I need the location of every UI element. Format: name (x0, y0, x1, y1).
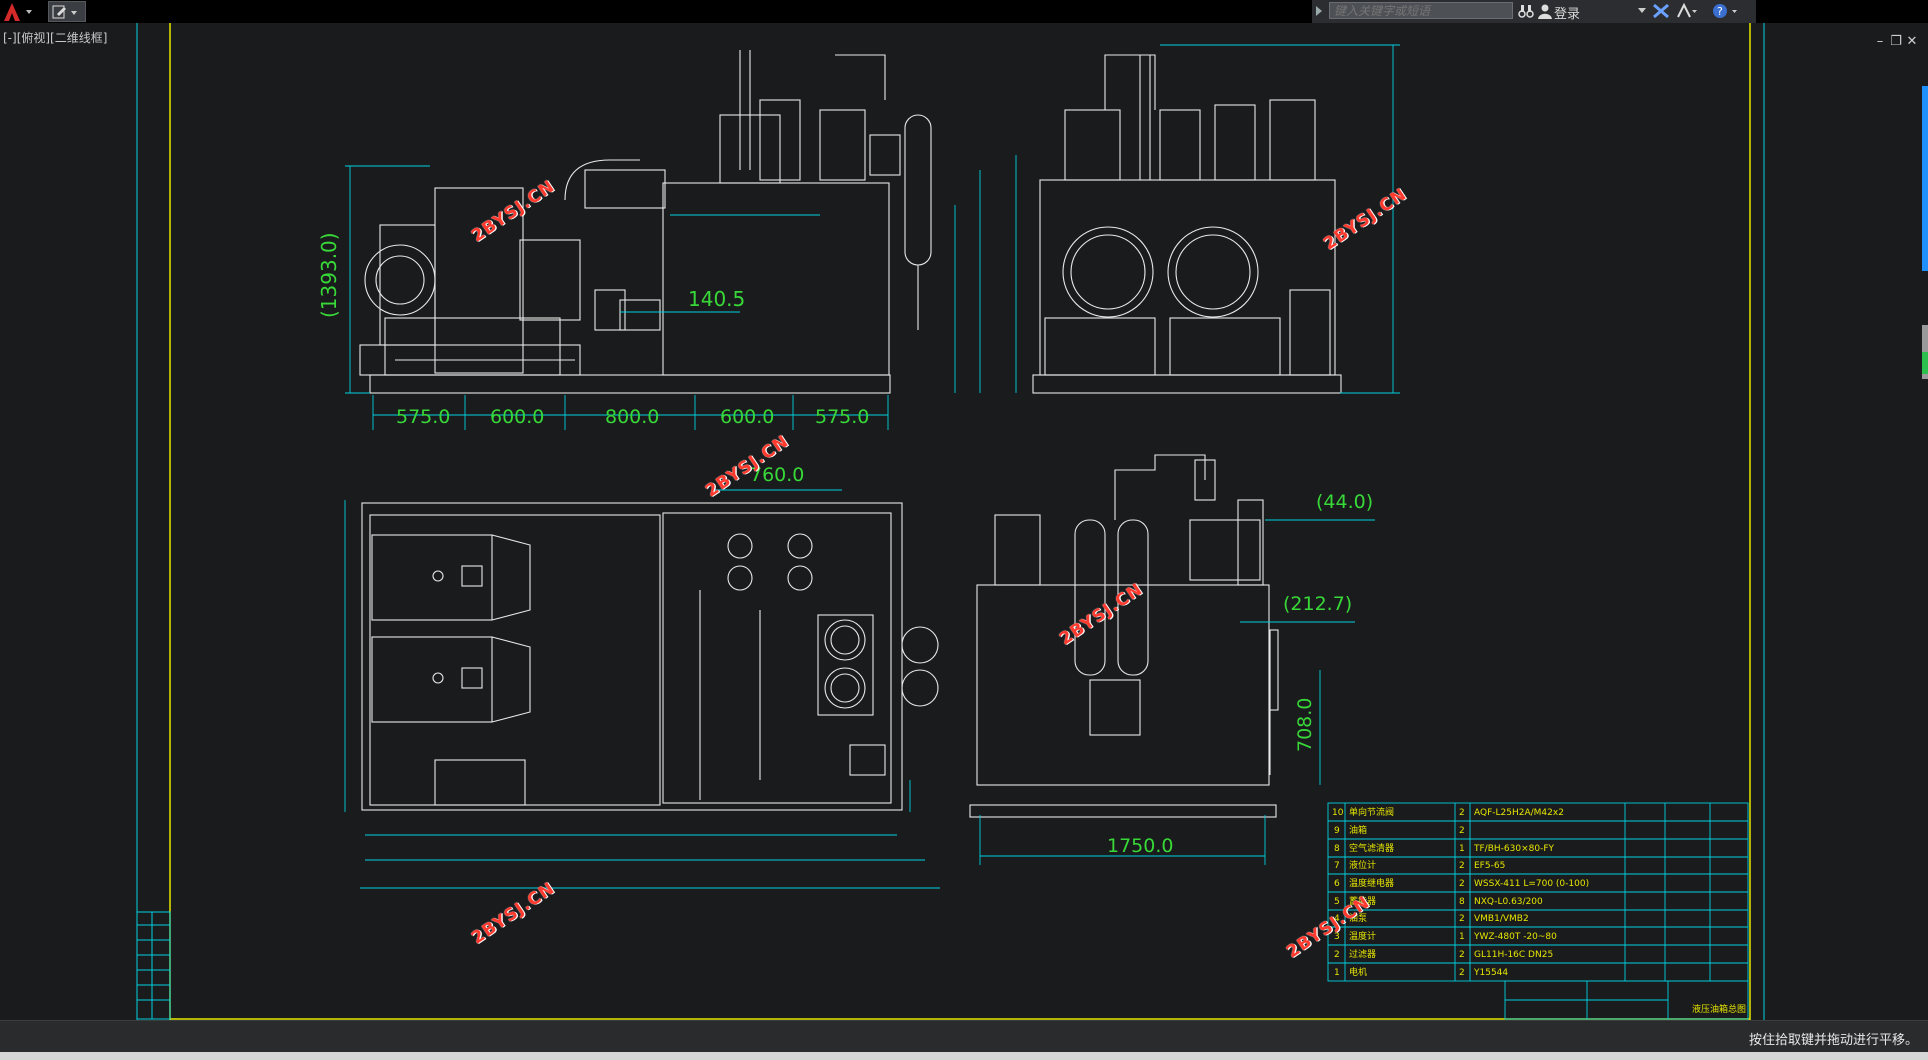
binoculars-icon[interactable] (1518, 3, 1534, 19)
bom-rows: 10 单向节流阀 2 AQF-L25H2A/M42x2 9 油箱 2 8 空气滤… (1332, 806, 1746, 1015)
a360-icon[interactable] (1676, 3, 1698, 19)
bom-no-7: 4 (1334, 914, 1340, 924)
bom-name-6: 蓄能器 (1349, 895, 1376, 907)
dim-front-bottom-3: 800.0 (605, 406, 659, 428)
bom-qty-1: 2 (1459, 808, 1465, 818)
drawing-canvas[interactable]: (1393.0) 140.5 575.0 600.0 800.0 600.0 5… (0, 23, 1928, 1020)
dim-front-bottom-1: 575.0 (396, 406, 450, 428)
quick-access-button[interactable] (48, 1, 86, 22)
dim-front-bottom-4: 600.0 (720, 406, 774, 428)
bom-spec-4: EF5-65 (1474, 861, 1505, 871)
bom-spec-7: VMB1/VMB2 (1474, 914, 1529, 924)
bom-qty-6: 8 (1459, 897, 1465, 907)
bom-no-5: 6 (1334, 879, 1340, 889)
dim-end-top: (44.0) (1316, 491, 1373, 513)
bom-name-3: 空气滤清器 (1349, 842, 1394, 854)
drawing-title: 液压油箱总图 (1692, 1003, 1746, 1015)
bom-no-1: 10 (1332, 808, 1344, 818)
dim-front-bottom-5: 575.0 (815, 406, 869, 428)
bom-no-3: 8 (1334, 844, 1340, 854)
bom-no-2: 9 (1334, 826, 1340, 836)
bom-name-1: 单向节流阀 (1349, 806, 1394, 818)
bom-name-5: 温度继电器 (1349, 877, 1394, 889)
revision-strip (136, 911, 171, 1020)
end-view (969, 454, 1279, 818)
bom-qty-9: 2 (1459, 950, 1465, 960)
close-icon[interactable]: ✕ (1906, 34, 1918, 49)
bom-name-9: 过滤器 (1349, 948, 1376, 960)
bom-no-9: 2 (1334, 950, 1340, 960)
search-bar: 登录 ? (1312, 0, 1756, 23)
bom-qty-5: 2 (1459, 879, 1465, 889)
side-view (1032, 54, 1342, 394)
login-link[interactable]: 登录 (1554, 7, 1581, 22)
dim-front-height: (1393.0) (317, 232, 341, 318)
bom-spec-3: TF/BH-630×80-FY (1473, 844, 1554, 854)
user-icon[interactable] (1537, 3, 1553, 19)
title-bar: 登录 ? (0, 0, 1928, 23)
bom-spec-10: Y15544 (1473, 968, 1508, 978)
bom-name-7: 油泵 (1349, 912, 1367, 924)
viewport-label[interactable]: [-][俯视][二维线框] (3, 31, 108, 45)
app-menu-icon[interactable] (2, 1, 40, 23)
dim-plan-top: 760.0 (750, 464, 804, 486)
bom-name-4: 液位计 (1349, 859, 1376, 871)
bom-name-8: 温度计 (1349, 930, 1376, 942)
bom-no-4: 7 (1334, 861, 1340, 871)
bom-name-2: 油箱 (1349, 824, 1367, 836)
bom-no-10: 1 (1334, 968, 1340, 978)
drawing-frame (136, 23, 1928, 1020)
chevron-down-icon[interactable] (1638, 8, 1646, 14)
help-icon[interactable]: ? (1712, 3, 1742, 19)
bom-spec-1: AQF-L25H2A/M42x2 (1474, 808, 1564, 818)
dim-end-bottom: 1750.0 (1107, 835, 1173, 857)
bom-spec-5: WSSX-411 L=700 (0-100) (1474, 879, 1589, 889)
bom-qty-10: 2 (1459, 968, 1465, 978)
dim-end-side: (212.7) (1283, 593, 1352, 615)
plan-view-dims (344, 489, 940, 889)
dim-front-bottom-2: 600.0 (490, 406, 544, 428)
status-bar: 按住拾取键并拖动进行平移。 (0, 1020, 1928, 1053)
bom-qty-7: 2 (1459, 914, 1465, 924)
bom-name-10: 电机 (1349, 966, 1367, 978)
dim-end-height: 708.0 (1294, 698, 1316, 752)
bom-qty-3: 1 (1459, 844, 1465, 854)
side-view-dims (1160, 44, 1400, 394)
front-view-dims (345, 155, 1017, 430)
bom-spec-9: GL11H-16C DN25 (1474, 950, 1553, 960)
front-view (359, 50, 932, 394)
status-prompt: 按住拾取键并拖动进行平移。 (1748, 1033, 1918, 1048)
bottom-strip (0, 1052, 1928, 1060)
expand-arrow-icon[interactable] (1316, 6, 1322, 16)
dim-front-inner: 140.5 (688, 287, 745, 311)
exchange-icon[interactable] (1652, 3, 1670, 19)
plan-view (361, 502, 939, 811)
search-input[interactable] (1329, 2, 1513, 19)
bom-qty-8: 1 (1459, 932, 1465, 942)
bom-table (1327, 802, 1749, 1020)
minimize-icon[interactable]: – (1876, 34, 1884, 49)
end-view-dims (979, 519, 1375, 865)
bom-qty-2: 2 (1459, 826, 1465, 836)
bom-no-6: 5 (1334, 897, 1340, 907)
document-edit-icon (52, 5, 77, 19)
bom-qty-4: 2 (1459, 861, 1465, 871)
restore-icon[interactable]: ❐ (1890, 34, 1902, 49)
bom-no-8: 3 (1334, 932, 1340, 942)
svg-text:?: ? (1717, 5, 1723, 18)
bom-spec-6: NXQ-L0.63/200 (1474, 897, 1543, 907)
bom-spec-8: YWZ-480T -20~80 (1473, 932, 1557, 942)
window-controls: –❐ ✕ (1872, 30, 1920, 49)
